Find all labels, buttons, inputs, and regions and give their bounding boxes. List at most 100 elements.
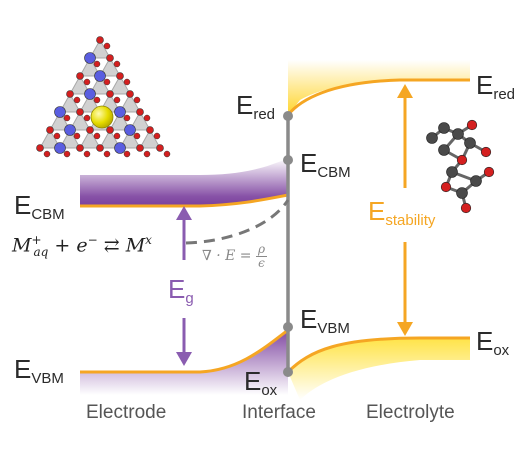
crystal-oxygen-atom: [113, 60, 121, 68]
central-ion: [90, 105, 114, 129]
molecule-oxygen-atom: [440, 181, 452, 193]
crystal-tetrahedron: [129, 110, 151, 131]
crystal-oxygen-atom: [116, 72, 124, 80]
red-band-fill: [288, 60, 470, 115]
molecule-oxygen-atom: [460, 202, 472, 214]
crystal-oxygen-atom: [96, 144, 104, 152]
crystal-oxygen-atom: [103, 42, 111, 50]
crystal-oxygen-atom: [106, 90, 114, 98]
crystal-tetrahedron: [49, 110, 71, 131]
crystal-oxygen-atom: [156, 144, 164, 152]
cbm-band-fill: [80, 158, 288, 206]
crystal-oxygen-atom: [163, 150, 171, 158]
crystal-metal-atom: [64, 124, 76, 136]
crystal-oxygen-atom: [143, 150, 151, 158]
molecule-carbon-atom: [464, 137, 476, 149]
crystal-oxygen-atom: [83, 78, 91, 86]
molecule-oxygen-atom: [466, 119, 478, 131]
crystal-tetrahedron: [79, 92, 101, 113]
crystal-metal-atom: [114, 106, 126, 118]
crystal-tetrahedron: [79, 56, 101, 77]
label-e-vbm-mid: EVBM: [300, 304, 350, 337]
crystal-oxygen-atom: [93, 132, 101, 140]
label-e-ox-mid: Eox: [244, 366, 278, 399]
molecule-oxygen-atom: [483, 166, 495, 178]
potential-dashed-curve: [185, 199, 290, 245]
ox-line: [286, 336, 470, 374]
label-e-red-right: Ered: [476, 70, 516, 103]
crystal-tetrahedron: [139, 128, 161, 149]
crystal-oxygen-atom: [123, 150, 131, 158]
crystal-tetrahedron: [119, 92, 141, 113]
crystal-oxygen-atom: [113, 132, 121, 140]
crystal-oxygen-atom: [123, 114, 131, 122]
crystal-oxygen-atom: [93, 60, 101, 68]
cbm-line: [80, 193, 289, 208]
crystal-oxygen-atom: [83, 150, 91, 158]
label-e-cbm-left: ECBM: [14, 190, 65, 223]
crystal-oxygen-atom: [53, 132, 61, 140]
crystal-oxygen-atom: [73, 132, 81, 140]
crystal-oxygen-atom: [43, 150, 51, 158]
zone-label-electrolyte: Electrolyte: [366, 402, 455, 423]
crystal-oxygen-atom: [46, 126, 54, 134]
crystal-oxygen-atom: [136, 144, 144, 152]
crystal-metal-atom: [54, 106, 66, 118]
crystal-tetrahedron: [69, 110, 91, 131]
dot-red: [283, 111, 293, 121]
crystal-tetrahedron: [69, 74, 91, 95]
crystal-metal-atom: [124, 124, 136, 136]
molecule-carbon-atom: [446, 166, 458, 178]
crystal-tetrahedron: [109, 74, 131, 95]
crystal-oxygen-atom: [106, 54, 114, 62]
crystal-oxygen-atom: [93, 96, 101, 104]
crystal-tetrahedron: [39, 128, 61, 149]
crystal-tetrahedron: [79, 128, 101, 149]
crystal-structure-illustration: [36, 36, 171, 158]
reaction-equation: M+aq + e− ⇄ Mx: [12, 233, 152, 260]
crystal-metal-atom: [84, 52, 96, 64]
crystal-oxygen-atom: [76, 72, 84, 80]
dot-ox: [283, 367, 293, 377]
crystal-oxygen-atom: [83, 114, 91, 122]
crystal-oxygen-atom: [103, 150, 111, 158]
crystal-oxygen-atom: [133, 132, 141, 140]
crystal-metal-atom: [84, 88, 96, 100]
label-e-ox-right: Eox: [476, 326, 510, 359]
zone-label-interface: Interface: [242, 402, 316, 423]
crystal-tetrahedron: [59, 128, 81, 149]
crystal-oxygen-atom: [103, 78, 111, 86]
crystal-tetrahedron: [89, 74, 111, 95]
crystal-tetrahedron: [109, 110, 131, 131]
crystal-tetrahedron: [59, 92, 81, 113]
crystal-oxygen-atom: [36, 144, 44, 152]
molecule-carbon-atom: [438, 122, 450, 134]
crystal-metal-atom: [114, 142, 126, 154]
crystal-tetrahedron: [119, 128, 141, 149]
label-e-stability: Estability: [366, 196, 438, 229]
molecule-carbon-atom: [426, 132, 438, 144]
crystal-oxygen-atom: [146, 126, 154, 134]
crystal-oxygen-atom: [66, 90, 74, 98]
molecule-carbon-atom: [470, 175, 482, 187]
crystal-oxygen-atom: [126, 90, 134, 98]
label-e-cbm-mid: ECBM: [300, 148, 351, 181]
ox-band-fill: [288, 338, 470, 400]
crystal-oxygen-atom: [136, 108, 144, 116]
crystal-oxygen-atom: [63, 150, 71, 158]
zone-label-electrode: Electrode: [86, 402, 167, 423]
crystal-oxygen-atom: [153, 132, 161, 140]
crystal-oxygen-atom: [133, 96, 141, 104]
vbm-band-fill: [80, 330, 288, 395]
crystal-oxygen-atom: [63, 114, 71, 122]
molecule-oxygen-atom: [480, 146, 492, 158]
vbm-line: [80, 328, 289, 374]
molecule-illustration: [426, 119, 495, 214]
crystal-oxygen-atom: [113, 96, 121, 104]
molecule-carbon-atom: [452, 128, 464, 140]
label-e-vbm-left: EVBM: [14, 354, 64, 387]
molecule-oxygen-atom: [456, 154, 468, 166]
crystal-oxygen-atom: [73, 96, 81, 104]
crystal-tetrahedron: [89, 38, 111, 59]
